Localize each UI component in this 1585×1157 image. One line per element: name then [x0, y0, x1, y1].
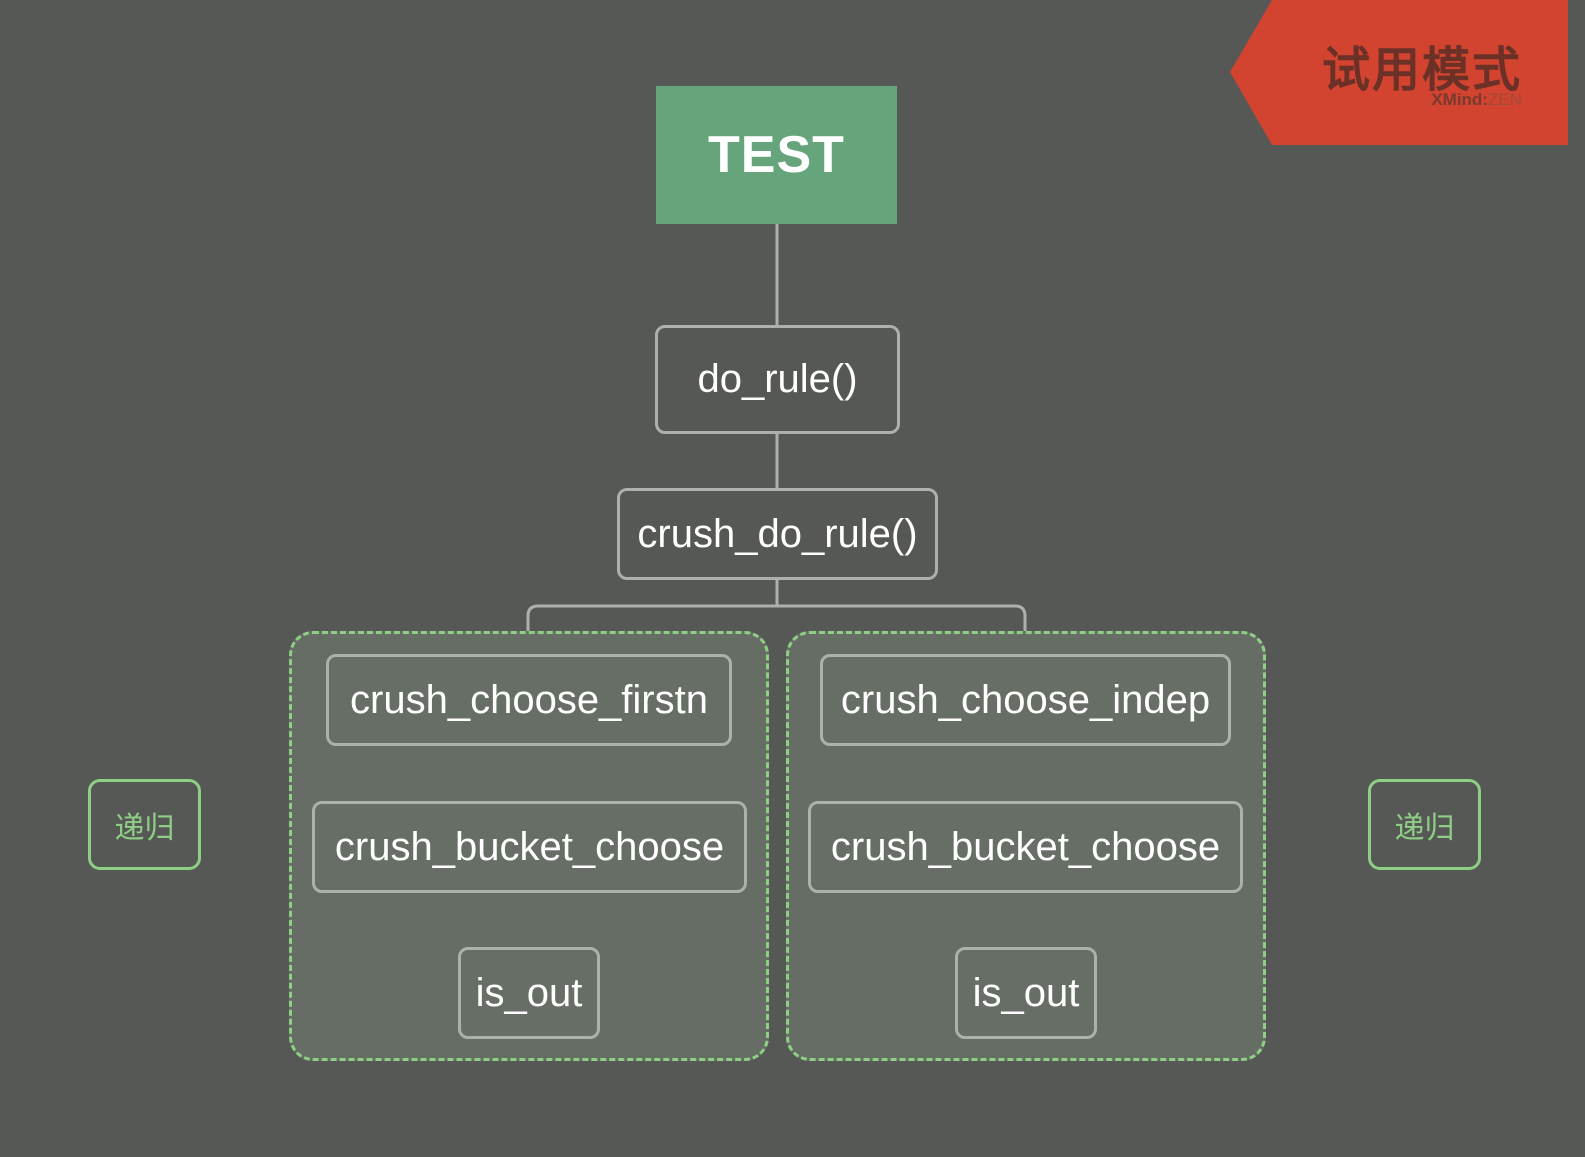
watermark-brand-name: XMind	[1431, 90, 1483, 109]
node-crush-do-rule[interactable]: crush_do_rule()	[617, 488, 938, 580]
watermark-edition: ZEN	[1488, 90, 1522, 109]
node-is-out-left[interactable]: is_out	[458, 947, 600, 1039]
node-crush-bucket-choose-left[interactable]: crush_bucket_choose	[312, 801, 747, 893]
watermark-title: 试用模式	[1321, 44, 1522, 97]
node-crush-bucket-choose-right[interactable]: crush_bucket_choose	[808, 801, 1243, 893]
node-crush-choose-firstn[interactable]: crush_choose_firstn	[326, 654, 732, 746]
recursion-label-left[interactable]: 递归	[88, 779, 201, 870]
root-topic-test[interactable]: TEST	[656, 86, 897, 224]
node-do-rule[interactable]: do_rule()	[655, 325, 900, 434]
trial-mode-watermark: 试用模式 XMind:ZEN	[1230, 0, 1568, 145]
connector-branch-split	[526, 604, 1027, 654]
node-crush-choose-indep[interactable]: crush_choose_indep	[820, 654, 1231, 746]
watermark-brand: XMind:ZEN	[1431, 90, 1522, 110]
watermark-banner-shape	[1230, 0, 1568, 145]
node-is-out-right[interactable]: is_out	[955, 947, 1097, 1039]
watermark-brand-separator: :	[1482, 90, 1488, 109]
recursion-label-right[interactable]: 递归	[1368, 779, 1481, 870]
